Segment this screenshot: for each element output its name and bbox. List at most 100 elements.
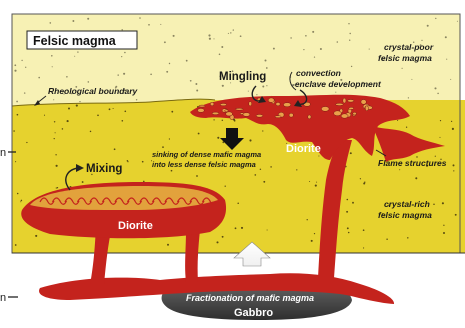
crystal-speckle	[256, 94, 257, 95]
crystal-speckle	[213, 119, 214, 120]
crystal-speckle	[386, 239, 387, 240]
crystal-speckle	[360, 178, 361, 179]
crystal-speckle	[437, 93, 439, 95]
enclave-fragment	[243, 113, 250, 117]
crystal-speckle	[267, 229, 268, 230]
crystal-speckle	[186, 60, 188, 62]
crystal-speckle	[67, 120, 69, 122]
crystal-speckle	[124, 110, 126, 112]
crystal-speckle	[415, 177, 417, 179]
crystal-speckle	[249, 139, 251, 141]
crystal-speckle	[14, 70, 16, 72]
crystal-speckle	[406, 127, 407, 128]
crystal-speckle	[452, 128, 454, 130]
crystal-speckle	[162, 146, 164, 148]
crystal-speckle	[17, 114, 19, 116]
crystal-speckle	[363, 229, 365, 231]
crystal-speckle	[266, 85, 267, 86]
crystal-speckle	[260, 169, 261, 170]
crystal-speckle	[222, 236, 224, 238]
crystal-speckle	[49, 22, 51, 24]
crystal-speckle	[123, 73, 125, 75]
crystal-speckle	[442, 202, 444, 204]
label-crystal-rich-1: crystal-rich	[384, 199, 430, 209]
enclave-fragment	[353, 112, 357, 115]
crystal-speckle	[56, 187, 57, 188]
enclave-fragment	[321, 107, 329, 112]
crystal-speckle	[314, 233, 315, 234]
enclave-fragment	[276, 102, 280, 105]
crystal-speckle	[57, 187, 58, 188]
crystal-speckle	[397, 120, 398, 121]
crystal-speckle	[303, 49, 304, 50]
crystal-speckle	[434, 87, 436, 89]
crystal-speckle	[44, 115, 45, 116]
crystal-speckle	[217, 137, 219, 139]
crystal-speckle	[190, 80, 192, 82]
crystal-speckle	[443, 232, 445, 234]
crystal-speckle	[53, 99, 54, 100]
crystal-speckle	[68, 108, 70, 110]
crystal-speckle	[402, 68, 403, 69]
crystal-speckle	[15, 244, 17, 246]
crystal-speckle	[262, 86, 264, 88]
label-gabbro: Gabbro	[234, 307, 273, 319]
label-rheological: Rheological boundary	[48, 86, 139, 96]
crystal-speckle	[196, 90, 198, 92]
crystal-speckle	[453, 164, 455, 166]
crystal-speckle	[263, 181, 265, 183]
enclave-fragment	[289, 113, 293, 117]
crystal-speckle	[14, 64, 16, 66]
crystal-speckle	[222, 85, 224, 87]
crystal-speckle	[290, 37, 291, 38]
crystal-speckle	[148, 24, 150, 26]
enclave-fragment	[308, 115, 311, 119]
enclave-fragment	[349, 107, 354, 109]
crystal-speckle	[213, 38, 214, 39]
enclave-fragment	[256, 114, 263, 117]
label-crystal-rich-2: felsic magma	[378, 210, 432, 220]
enclave-fragment	[210, 102, 214, 106]
crystal-speckle	[346, 211, 348, 213]
label-crystal-poor-2: felsic magma	[378, 53, 432, 63]
crystal-speckle	[195, 83, 197, 85]
crystal-speckle	[88, 81, 90, 83]
enclave-fragment	[348, 100, 354, 103]
crystal-speckle	[55, 154, 56, 155]
crystal-speckle	[451, 121, 452, 122]
crystal-speckle	[457, 21, 458, 22]
crystal-speckle	[399, 169, 400, 170]
crystal-speckle	[352, 202, 354, 204]
crystal-speckle	[160, 24, 161, 25]
crystal-speckle	[20, 201, 21, 202]
crystal-speckle	[25, 67, 26, 68]
enclave-fragment	[235, 108, 243, 110]
crystal-speckle	[74, 56, 75, 57]
crystal-speckle	[320, 48, 322, 50]
crystal-speckle	[427, 25, 429, 27]
crystal-speckle	[169, 138, 170, 139]
crystal-speckle	[348, 23, 349, 24]
crystal-speckle	[173, 35, 175, 37]
crystal-speckle	[421, 40, 422, 41]
crystal-speckle	[407, 237, 408, 238]
crystal-speckle	[316, 182, 317, 183]
crystal-speckle	[435, 18, 436, 19]
crystal-speckle	[363, 182, 365, 184]
crystal-speckle	[13, 130, 15, 132]
crystal-speckle	[76, 105, 78, 107]
crystal-speckle	[121, 56, 122, 57]
crystal-speckle	[453, 170, 454, 171]
enclave-fragment	[334, 111, 342, 116]
crystal-speckle	[411, 79, 412, 80]
label-mingling: Mingling	[219, 71, 266, 83]
crystal-speckle	[363, 247, 364, 248]
label-mixing: Mixing	[86, 163, 122, 175]
crystal-speckle	[26, 142, 27, 143]
crystal-speckle	[15, 161, 16, 162]
crystal-speckle	[122, 120, 124, 122]
crystal-speckle	[79, 101, 80, 102]
crystal-speckle	[62, 128, 64, 130]
enclave-fragment	[336, 103, 344, 105]
